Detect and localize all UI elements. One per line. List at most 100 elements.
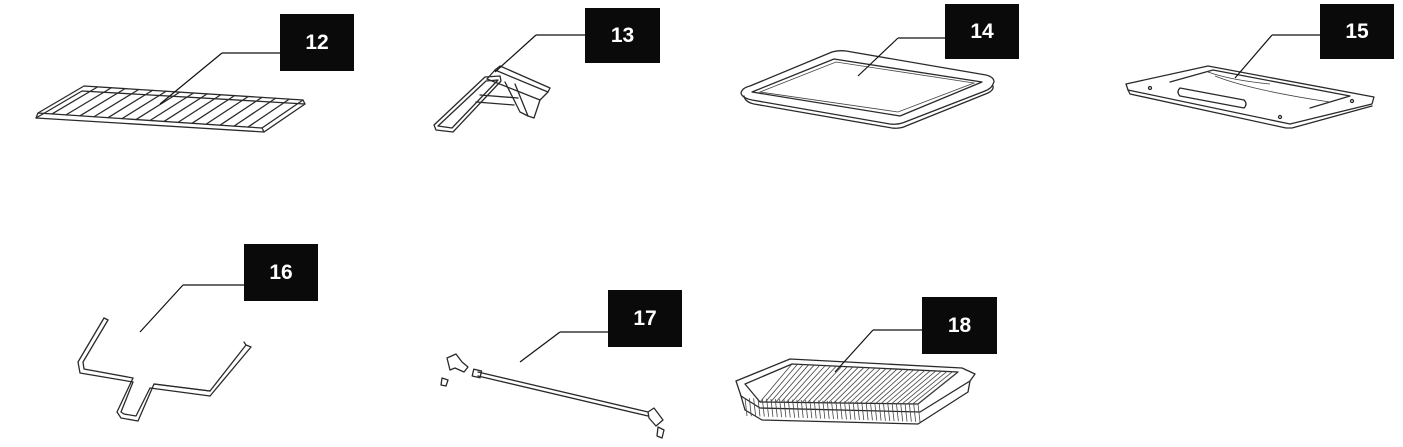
basket-mesh-wire (913, 403, 917, 422)
tray-handle-illustration (433, 34, 585, 133)
basket-mesh-wire (813, 400, 817, 419)
basket-floor-wire (764, 364, 798, 403)
basket-mesh-wire (870, 402, 873, 421)
basket-mesh-wire (787, 399, 791, 418)
rack-wire (191, 94, 236, 124)
basket-mesh-wire (895, 403, 899, 422)
basket-mesh-wire (848, 401, 852, 420)
basket-floor-wire (912, 371, 953, 405)
basket-mesh-wire (852, 401, 856, 420)
basket-mesh-wire (878, 402, 882, 421)
rack-wire (121, 90, 167, 120)
basket-floor-wire (880, 369, 920, 404)
baking-tray-illustration (740, 37, 995, 129)
rack-wire (163, 93, 208, 123)
basket-mesh-wire (839, 401, 843, 420)
basket-floor-wire (759, 363, 793, 403)
basket-mesh-wire (748, 398, 752, 417)
rack-wire (107, 89, 154, 119)
rack-wire (205, 95, 249, 125)
basket-mesh-wire (883, 402, 886, 421)
basket-mesh-wire (887, 402, 891, 421)
basket-mesh-wire (792, 399, 795, 418)
rack-wire (65, 87, 113, 116)
basket-mesh-wire (761, 398, 765, 417)
basket-floor-wire (791, 365, 826, 403)
basket-mesh-wire (917, 403, 921, 423)
basket-floor-wire (917, 371, 959, 405)
basket-floor-wire (843, 367, 881, 404)
rack-wire (51, 86, 99, 115)
basket-floor-wire (786, 365, 820, 403)
part-number-16: 16 (244, 244, 318, 301)
basket-floor-wire (865, 369, 903, 404)
basket-mesh-wire (753, 398, 757, 417)
basket-floor-wire (780, 364, 815, 403)
basket-mesh-wire (766, 398, 770, 417)
part-number-13: 13 (585, 8, 660, 63)
basket-mesh-wire (900, 403, 904, 422)
basket-floor-wire (870, 369, 909, 404)
basket-floor-wire (838, 367, 876, 404)
part-number-15: 15 (1320, 4, 1394, 59)
basket-floor-wire (875, 369, 914, 404)
rotisserie-spit-illustration (440, 331, 665, 439)
basket-floor-wire (822, 366, 859, 404)
rack-wire (149, 92, 195, 122)
crumb-tray-illustration (1125, 34, 1375, 129)
wire-rack-illustration (35, 52, 306, 133)
basket-mesh-wire (865, 402, 869, 421)
basket-mesh-wire (874, 402, 878, 421)
basket-mesh-wire (904, 403, 908, 422)
basket-mesh-wire (826, 400, 830, 419)
basket-mesh-wire (818, 400, 821, 419)
basket-mesh-wire (796, 399, 800, 418)
basket-mesh-wire (835, 401, 839, 420)
basket-floor-wire (807, 366, 843, 403)
basket-floor-wire (849, 368, 887, 404)
basket-floor-wire (828, 367, 865, 404)
rack-wire (233, 97, 277, 127)
basket-floor-wire (907, 371, 948, 405)
rotisserie-fork-lifter-illustration (77, 284, 252, 422)
rack-wire (219, 96, 263, 126)
basket-floor-wire (812, 366, 848, 403)
rack-wire (177, 94, 222, 124)
basket-mesh-wire (891, 403, 895, 422)
basket-floor-wire (817, 366, 854, 404)
basket-floor-wire (801, 365, 837, 403)
basket-mesh-wire (744, 397, 748, 417)
basket-mesh-wire (861, 402, 865, 421)
basket-mesh-wire (800, 399, 804, 418)
basket-mesh-wire (783, 399, 787, 418)
basket-mesh-wire (857, 401, 860, 420)
basket-mesh-wire (831, 400, 834, 420)
basket-floor-wire (796, 365, 832, 403)
basket-mesh-wire (774, 399, 778, 418)
basket-mesh-wire (779, 399, 782, 418)
basket-floor-wire (859, 368, 898, 404)
part-number-14: 14 (945, 4, 1019, 59)
basket-mesh-wire (822, 400, 826, 419)
basket-floor-wire (896, 370, 937, 405)
basket-mesh-wire (757, 398, 761, 417)
part-number-18: 18 (922, 297, 997, 354)
basket-floor-wire (833, 367, 870, 404)
air-fry-basket-illustration (735, 329, 976, 425)
basket-floor-wire (901, 370, 942, 405)
part-number-12: 12 (280, 14, 354, 71)
rack-wire (93, 88, 140, 118)
basket-mesh-wire (809, 400, 813, 419)
rack-wire (135, 91, 181, 121)
basket-floor-wire (770, 364, 804, 403)
basket-mesh-wire (805, 400, 808, 419)
basket-floor-wire (775, 364, 809, 403)
basket-mesh-wire (770, 398, 774, 417)
rack-wire (79, 87, 126, 117)
rack-wire (247, 98, 290, 128)
basket-mesh-wire (844, 401, 847, 420)
basket-mesh-wire (908, 403, 912, 422)
basket-floor-wire (891, 370, 931, 404)
basket-floor-wire (854, 368, 892, 404)
